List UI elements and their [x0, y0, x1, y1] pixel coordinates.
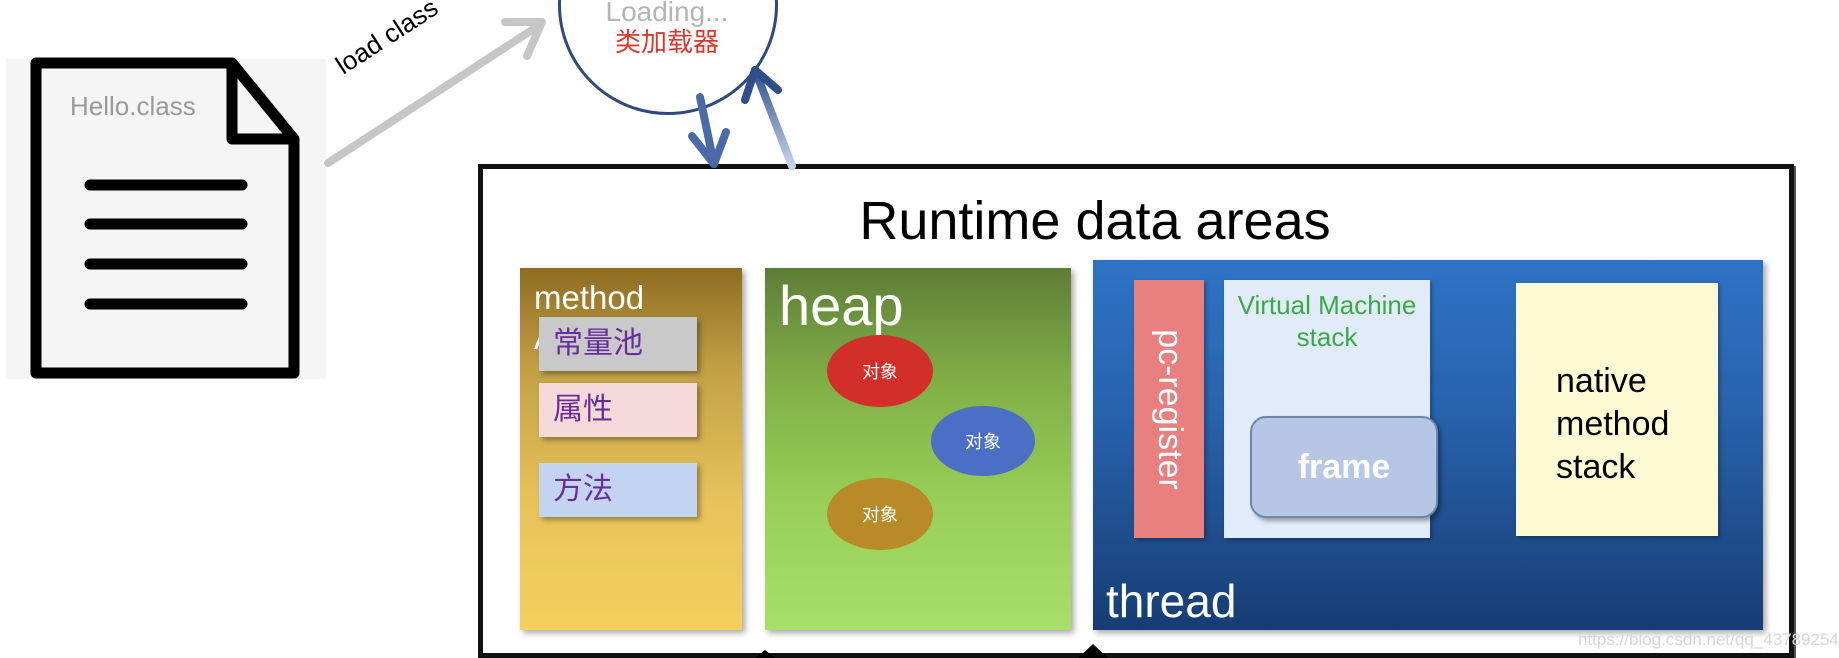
class-loader-title: Loading... [605, 0, 729, 27]
runtime-title: Runtime data areas [859, 191, 1331, 251]
thread-label: thread [1106, 575, 1237, 627]
heap-object-gold: 对象 [827, 478, 933, 550]
heap-object-blue: 对象 [931, 406, 1035, 476]
class-loader-subtitle: 类加载器 [614, 28, 719, 58]
method-area-label: method [534, 279, 645, 316]
native-method-stack-box [1516, 283, 1718, 536]
heap-label: heap [779, 274, 904, 337]
native-label-line2: method [1556, 405, 1670, 443]
constant-pool-box: 常量池 [539, 317, 697, 371]
vm-stack-label-line1: Virtual Machine [1237, 290, 1417, 320]
native-label-line1: native [1556, 362, 1647, 400]
watermark: https://blog.csdn.net/qq_43789254 [1578, 630, 1839, 649]
native-label-line3: stack [1556, 448, 1636, 486]
loader-runtime-arrows [688, 66, 796, 170]
load-class-arrow [324, 18, 546, 167]
method-box: 方法 [539, 463, 697, 517]
stack-frame-box: frame [1250, 416, 1438, 518]
vm-stack-label-line2: stack [1296, 322, 1358, 352]
native-method-stack-label: native method stack [1556, 360, 1669, 489]
document-icon [30, 57, 300, 379]
file-name-label: Hello.class [70, 91, 196, 121]
pc-register-box [1134, 280, 1204, 538]
attribute-box: 属性 [539, 383, 697, 437]
heap-object-red: 对象 [827, 335, 933, 407]
